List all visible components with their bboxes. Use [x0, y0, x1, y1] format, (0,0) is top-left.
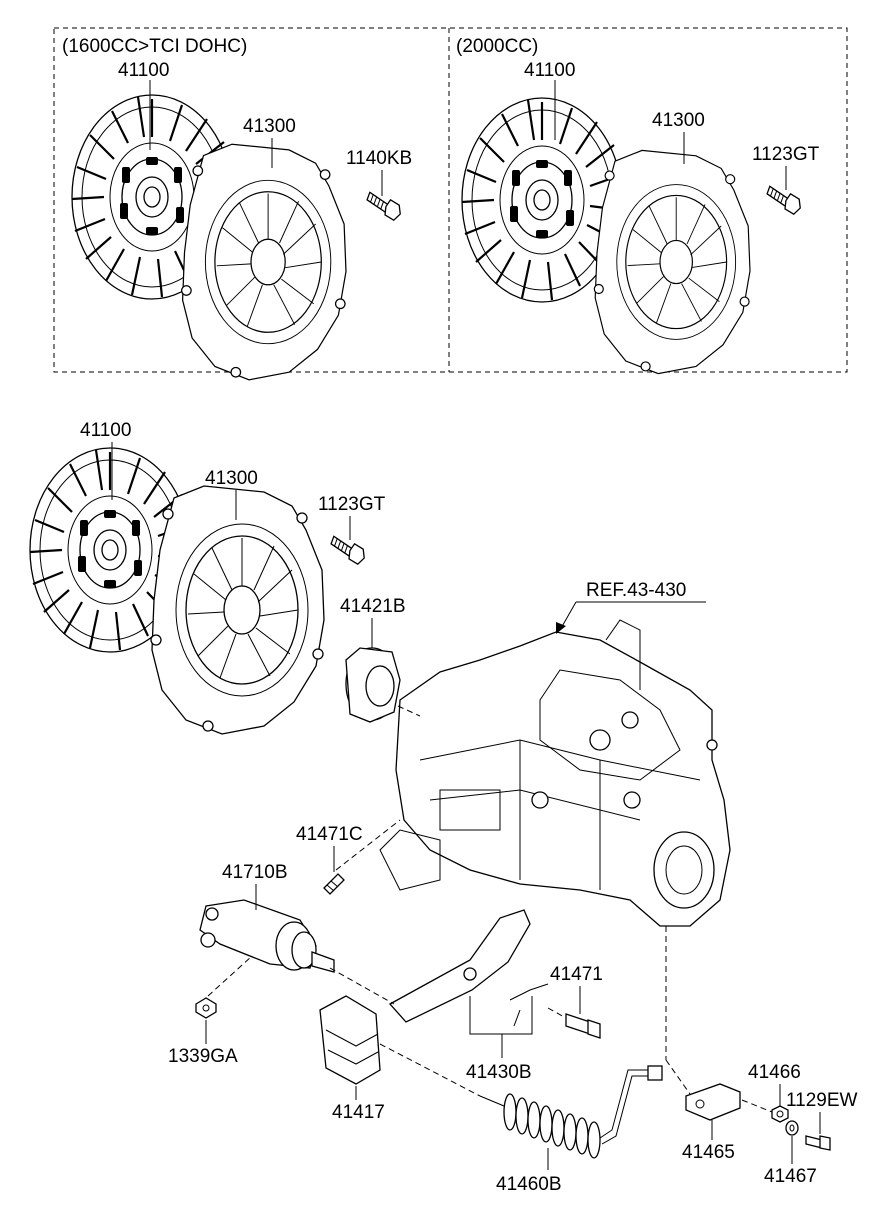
fork-label: 41430B: [466, 1062, 532, 1083]
main-clutch-cover: [150, 485, 325, 735]
bleeder-label: 41471C: [296, 824, 363, 845]
variant-1-bolt-label: 1140KB: [346, 148, 412, 169]
main-disc-label: 41100: [80, 420, 131, 441]
pivot-bolt: [565, 1013, 601, 1039]
variant-2-heading: (2000CC): [456, 36, 538, 57]
washer: [785, 1120, 799, 1136]
hose-label: 41460B: [496, 1174, 562, 1195]
washer-label: 41467: [764, 1166, 817, 1187]
variant-1-bolt: [363, 191, 405, 223]
reference-label: REF.43-430: [586, 580, 686, 601]
variant-2-cover-label: 41300: [652, 110, 705, 131]
bracket-bolt-label: 1129EW: [786, 1090, 858, 1111]
release-cylinder: [199, 899, 335, 973]
bracket-bolt: [805, 1135, 831, 1151]
variant-1-cover-label: 41300: [243, 116, 296, 137]
pivot-label: 41471: [550, 964, 603, 985]
variant-2-disc-label: 41100: [524, 60, 575, 81]
bracket-label: 41465: [682, 1142, 735, 1163]
hose-bracket: [685, 1083, 741, 1121]
main-bolt-label: 1123GT: [318, 494, 386, 515]
release-bearing: [345, 647, 401, 723]
nut-label: 1339GA: [168, 1046, 238, 1067]
bleeder-screw: [323, 873, 345, 895]
variant-2-clutch-cover: [593, 149, 751, 375]
release-fork: [388, 909, 549, 1027]
clutch-hose: [479, 1065, 663, 1159]
variant-1-disc-label: 41100: [118, 60, 169, 81]
main-bolt: [327, 535, 369, 567]
transmission-case: [379, 619, 731, 927]
nut-1339ga: [195, 997, 217, 1019]
variant-1-heading: (1600CC>TCI DOHC): [62, 36, 247, 57]
bearing-label: 41421B: [340, 596, 406, 617]
variant-2-bolt: [763, 185, 805, 217]
variant-1-clutch-cover: [181, 143, 347, 381]
reference-arrowhead: [556, 622, 566, 634]
main-cover-label: 41300: [205, 468, 258, 489]
dust-boot: [319, 995, 381, 1085]
assembly-guide-lines: [207, 705, 773, 1113]
bracket-nut-label: 41466: [748, 1062, 801, 1083]
variant-box: [53, 27, 848, 373]
release-cylinder-label: 41710B: [222, 862, 288, 883]
variant-2-bolt-label: 1123GT: [752, 144, 820, 165]
boot-label: 41417: [332, 1102, 385, 1123]
fork-bracket: [469, 996, 533, 1035]
